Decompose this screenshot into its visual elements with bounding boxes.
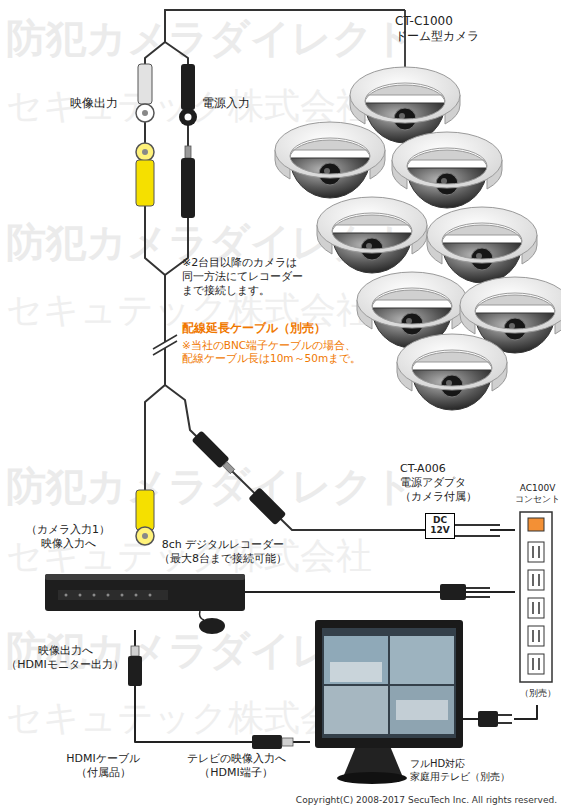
dome-camera (392, 132, 502, 208)
annotation-label: 映像出力へ （HDMIモニター出力） (2, 644, 128, 672)
socket (528, 570, 544, 590)
bnc-plug-end (136, 104, 154, 122)
annotation-label: ※2台目以降のカメラは 同一方法にてレコーダー まで接続します。 (182, 256, 317, 297)
tv-monitor: フルHD対応 家庭用テレビ（別売） (310, 618, 514, 796)
power-outlet: AC100V コンセント （別売） (515, 483, 560, 705)
dc-plug (191, 430, 229, 468)
cable-connector (490, 529, 515, 531)
recorder-led (107, 594, 110, 597)
dc-plug-tip (185, 146, 191, 158)
dome-camera (427, 207, 537, 283)
bnc-pin (142, 110, 148, 116)
dc-plug (181, 158, 195, 218)
power-strip (520, 512, 552, 682)
annotation-label: テレビの映像入力へ （HDMI端子） (176, 752, 296, 780)
bnc-coupler (136, 160, 154, 206)
screen-view (324, 636, 388, 684)
hdmi-plug (252, 735, 282, 749)
dc-jack (181, 64, 195, 110)
adapter-cable (400, 529, 426, 531)
annotation-label: 配線延長ケーブル（別売） (182, 321, 326, 336)
bnc-pin (142, 149, 148, 155)
socket-slots (533, 630, 539, 642)
bnc-coupler-end (136, 143, 154, 161)
plug-prongs (455, 525, 500, 536)
screen-view (390, 636, 454, 684)
screen-view (324, 686, 388, 734)
power-plug (478, 711, 498, 727)
tv-base (337, 772, 407, 784)
screen-detail (330, 662, 382, 682)
recorder-led (121, 594, 124, 597)
annotation-label: ※当社のBNC端子ケーブルの場合、 配線ケーブル長は10m～50mまで。 (182, 339, 387, 365)
annotation-label: HDMIケーブル （付属品） (58, 752, 148, 780)
device-label: フルHD対応 家庭用テレビ（別売） (410, 758, 514, 783)
annotation-label: 電源入力 (202, 96, 250, 111)
annotation-label: （カメラ入力1） 映像入力へ (18, 523, 118, 551)
socket (528, 654, 544, 674)
dome-camera (275, 122, 385, 198)
cable-connector (305, 591, 515, 593)
socket-slots (533, 574, 539, 586)
tv-bezel (315, 620, 463, 748)
copyright-text: Copyright(C) 2008-2017 SecuTech Inc. All… (200, 795, 557, 806)
tv-power-cable (463, 718, 478, 720)
power-adapter: CT-A006 電源アダプタ （カメラ付属） DC 12V (400, 462, 490, 547)
socket-slots (533, 602, 539, 614)
mouse-cable (200, 611, 205, 620)
annotation-label: 映像出力 (70, 96, 118, 111)
socket (528, 542, 544, 562)
bnc-plug-end (136, 527, 154, 545)
plug-prongs (498, 715, 512, 723)
socket-slots (533, 546, 539, 558)
hdmi-plug-tip (131, 646, 139, 656)
cable-connector (514, 705, 537, 719)
device-label: AC100V コンセント (515, 483, 560, 506)
socket (528, 626, 544, 646)
power-plug (440, 584, 466, 600)
watermark: 防犯カメラダイレクト (6, 466, 414, 506)
hdmi-plug-tip (282, 738, 293, 746)
dome-camera (397, 334, 507, 410)
recorder-led (79, 594, 82, 597)
watermark: 防犯カメラダイレクト (6, 18, 414, 58)
plug-prongs (466, 588, 490, 597)
strip-switch (528, 518, 544, 531)
recorder-panel (58, 590, 168, 600)
cable-break-mark (153, 335, 177, 355)
device-note: （別売） (515, 688, 560, 699)
device-label: 8ch デジタルレコーダー （最大8台まで接続可能） (148, 538, 298, 566)
screen-view (390, 686, 454, 734)
recorder-led (135, 594, 138, 597)
tv-stand (344, 746, 402, 775)
recorder-led (93, 594, 96, 597)
dc-jack-end (179, 108, 197, 126)
cable-break-gap (153, 335, 177, 355)
mouse (199, 618, 225, 634)
tv-screen (322, 628, 456, 738)
recorder-led (65, 594, 68, 597)
bnc-plug (138, 64, 152, 104)
recorder-body (45, 574, 245, 611)
device-label: CT-A006 電源アダプタ （カメラ付属） (400, 462, 490, 503)
hdmi-plug (128, 656, 142, 686)
bnc-pin (142, 533, 148, 539)
recorder-power-cable (245, 591, 306, 593)
socket (528, 598, 544, 618)
bnc-plug-yellow (136, 490, 154, 530)
rating-box: DC 12V (425, 513, 455, 539)
recorder-led (149, 594, 152, 597)
recorder-top (45, 574, 245, 580)
screen-detail (396, 700, 448, 720)
dc-jack-hole (185, 114, 192, 121)
device-label: CT-C1000 ドーム型カメラ (395, 14, 535, 44)
digital-recorder: 8ch デジタルレコーダー （最大8台まで接続可能） (40, 538, 305, 630)
socket-slots (533, 658, 539, 670)
